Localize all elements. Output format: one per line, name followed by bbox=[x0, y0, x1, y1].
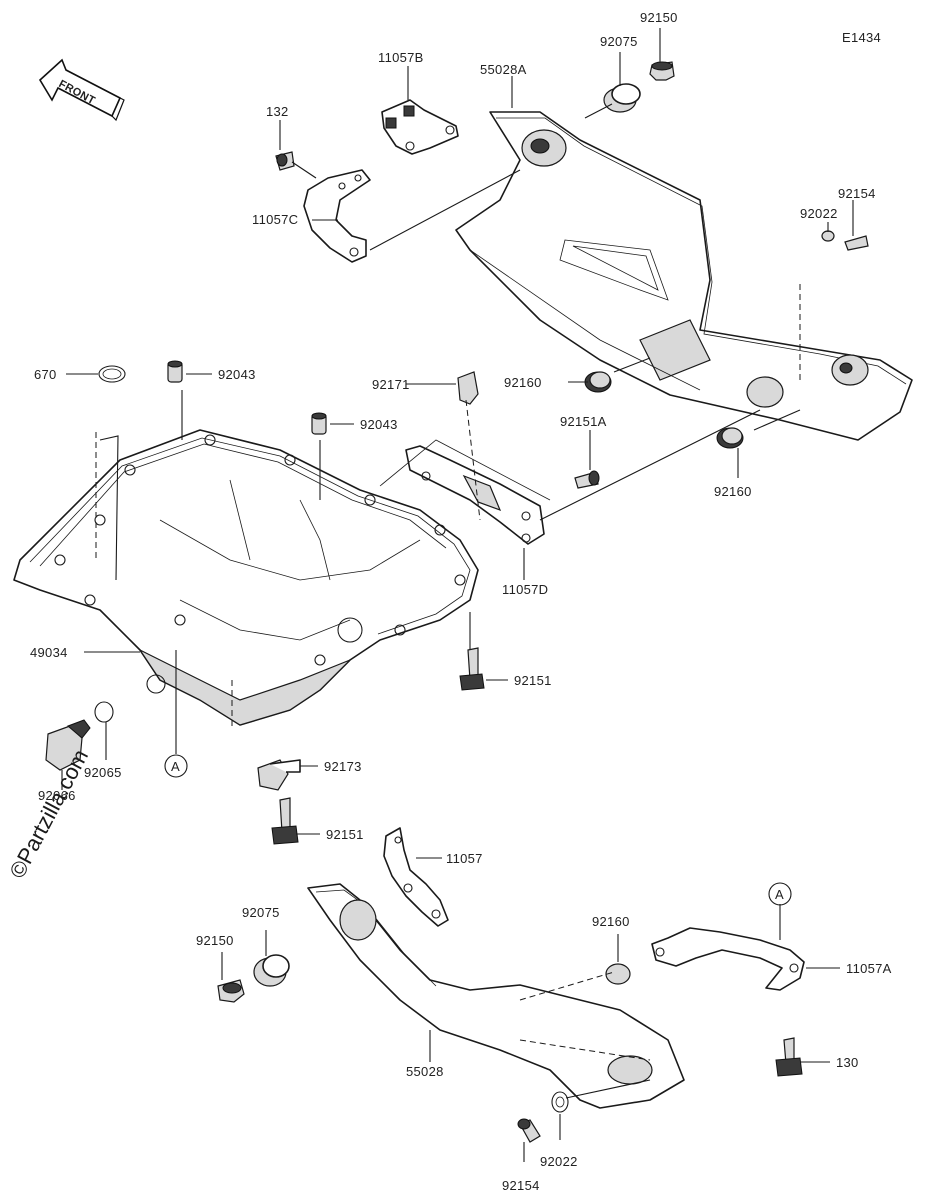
part-label: 670 bbox=[34, 367, 57, 382]
part-label: 92022 bbox=[800, 206, 838, 221]
part-label: 92171 bbox=[372, 377, 410, 392]
part-label: 92150 bbox=[196, 933, 234, 948]
bracket-11057 bbox=[383, 827, 449, 927]
lower-guard-55028 bbox=[307, 883, 685, 1109]
part-label: 92022 bbox=[540, 1154, 578, 1169]
part-label: 92150 bbox=[640, 10, 678, 25]
watermark: ©Partzilla.com bbox=[4, 745, 93, 882]
part-label: 92151A bbox=[560, 414, 607, 429]
part-label: 55028 bbox=[406, 1064, 444, 1079]
part-label: 11057 bbox=[446, 851, 483, 866]
part-label: 130 bbox=[836, 1055, 859, 1070]
brackets-11057B-11057C bbox=[275, 99, 459, 263]
part-label: 11057B bbox=[378, 50, 424, 65]
part-label: 92065 bbox=[84, 765, 122, 780]
part-label: 11057D bbox=[502, 582, 548, 597]
svg-text:A: A bbox=[775, 887, 784, 902]
upper-hardware bbox=[574, 61, 869, 489]
part-label: 92043 bbox=[218, 367, 256, 382]
part-label: 92066 bbox=[38, 788, 76, 803]
bracket-11057A bbox=[651, 927, 805, 1077]
part-label: 92160 bbox=[504, 375, 542, 390]
callout-A-left: A bbox=[164, 754, 188, 778]
diagram-code: E1434 bbox=[842, 30, 881, 45]
part-label: 49034 bbox=[30, 645, 68, 660]
bracket-11057D bbox=[379, 439, 551, 545]
part-labels: 92150 92075 55028A 11057B 132 11057C 921… bbox=[30, 10, 892, 1193]
oil-pan-hardware bbox=[45, 360, 485, 845]
part-label: 92151 bbox=[326, 827, 364, 842]
front-arrow-icon: FRONT bbox=[38, 58, 125, 122]
svg-text:A: A bbox=[171, 759, 180, 774]
part-label: 11057C bbox=[252, 212, 298, 227]
part-label: 92173 bbox=[324, 759, 362, 774]
part-label: 92160 bbox=[592, 914, 630, 929]
part-label: 92154 bbox=[838, 186, 876, 201]
bolt-holes bbox=[54, 434, 466, 666]
part-label: 92154 bbox=[502, 1178, 540, 1193]
callout-A-right: A bbox=[768, 882, 792, 906]
leader-lines bbox=[61, 28, 854, 1162]
lower-hardware bbox=[217, 954, 569, 1143]
part-label: 92043 bbox=[360, 417, 398, 432]
oil-pan-49034 bbox=[13, 429, 479, 726]
upper-guard-55028A bbox=[455, 111, 913, 441]
part-label: 92075 bbox=[242, 905, 280, 920]
part-label: 92160 bbox=[714, 484, 752, 499]
part-label: 11057A bbox=[846, 961, 892, 976]
part-label: 132 bbox=[266, 104, 289, 119]
part-label: 55028A bbox=[480, 62, 527, 77]
part-label: 92075 bbox=[600, 34, 638, 49]
part-label: 92151 bbox=[514, 673, 552, 688]
